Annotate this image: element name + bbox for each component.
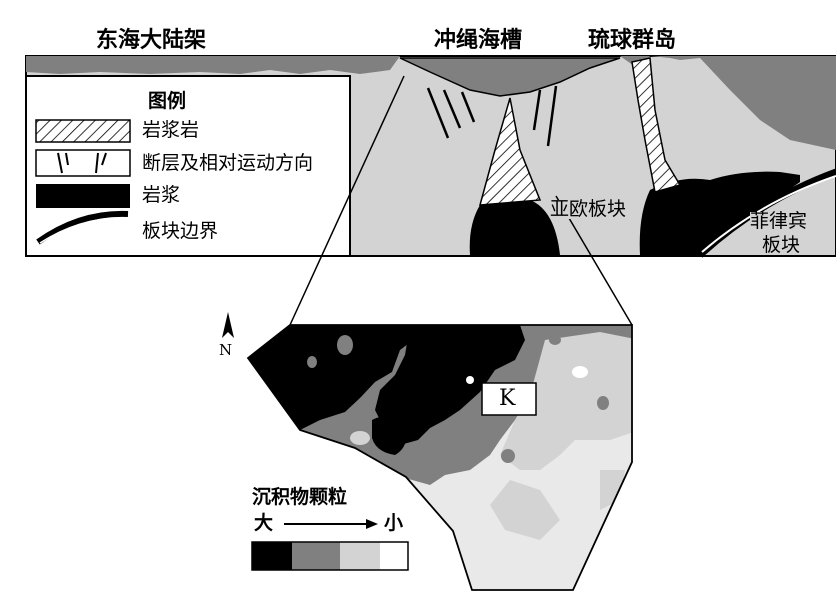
black-fill-icon [36,184,130,208]
island-arc-block [700,56,836,150]
igneous-rock-left [478,97,542,206]
grain-small-label: 小 [384,512,404,534]
cross-section [25,55,836,326]
marker-box-k [481,382,537,416]
north-label: N [219,341,233,359]
igneous-rock-right [631,57,682,193]
philippine-plate-label-2: 板块 [762,234,801,256]
grain-large-label: 大 [254,512,274,534]
plate-boundary-icon [36,210,129,245]
hatch-icon [35,119,131,143]
trough-label: 冲绳海槽 [434,28,523,53]
legend-item-boundary: 板块边界 [142,220,219,242]
arrow-right-icon [284,519,378,529]
fault-lines [426,85,558,147]
grain-title: 沉积物颗粒 [252,486,348,508]
magma-body-right [639,171,800,255]
north-arrow-icon [222,312,234,338]
trough-basin [399,57,621,97]
grain-zone-black [248,325,420,430]
eurasian-plate-label: 亚欧板块 [550,198,627,220]
legend-item-magma: 岩浆 [142,184,181,206]
legend-item-fault: 断层及相对运动方向 [142,152,314,174]
fault-arrows-icon [35,149,131,177]
grain-scale-bar [251,541,409,571]
grain-zone-light [500,332,632,470]
legend-item-igneous: 岩浆岩 [142,119,200,141]
islands-label: 琉球群岛 [588,28,677,53]
philippine-plate-label-1: 菲律宾 [750,210,808,232]
magma-body-left [469,198,560,255]
legend-title: 图例 [148,90,187,112]
shelf-water [26,56,400,74]
shelf-label: 东海大陆架 [96,28,207,53]
marker-k-label: K [499,386,516,411]
